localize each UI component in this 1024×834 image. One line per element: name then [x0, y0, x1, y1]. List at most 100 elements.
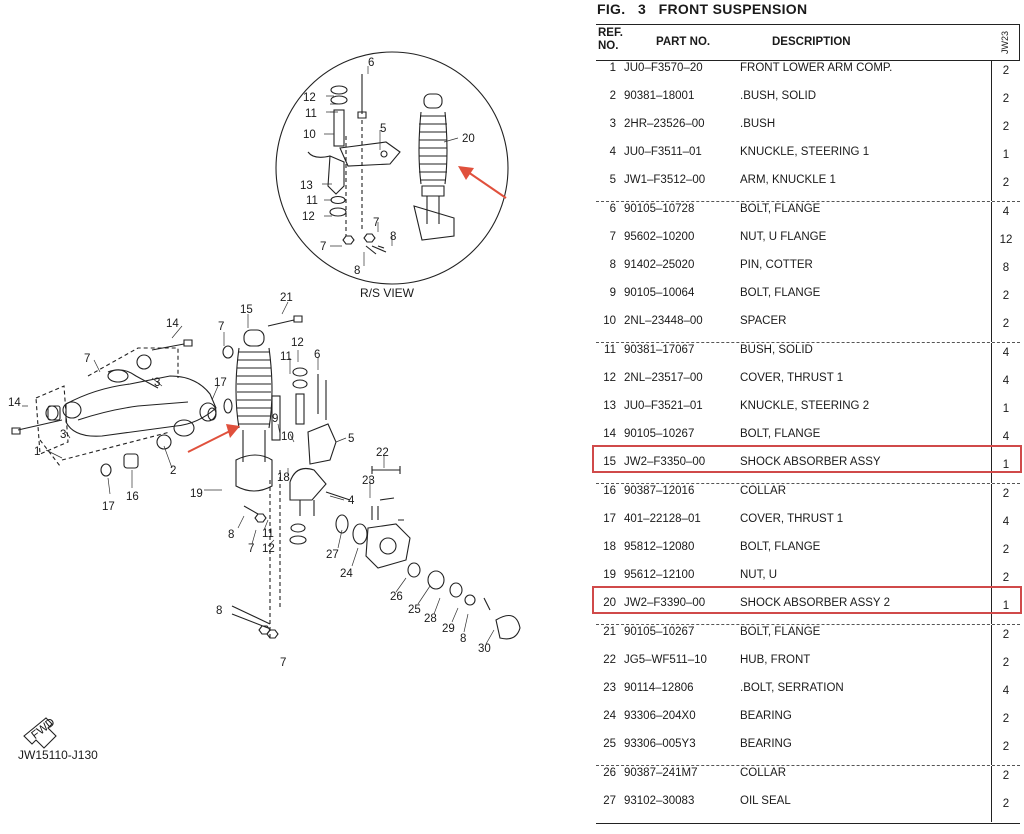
qty-column-rule: [991, 596, 992, 624]
callout-number: 29: [442, 623, 455, 635]
description-cell: COLLAR: [740, 485, 787, 497]
qty-cell: 4: [1002, 375, 1010, 387]
description-header: DESCRIPTION: [772, 36, 851, 48]
description-cell: BOLT, FLANGE: [740, 203, 821, 215]
callout-number: 7: [373, 217, 379, 229]
fwd-arrow-shape: [23, 717, 57, 749]
diagram-drawing: 6 12 11 10 5 20 13 11 12 7 8 7 8 21 15 1…: [8, 51, 521, 762]
qty-column-rule: [991, 455, 992, 483]
part-no-cell: 2NL–23448–00: [624, 315, 703, 327]
part-no-cell: 90387–12016: [624, 485, 695, 497]
description-cell: BEARING: [740, 738, 792, 750]
qty-column-rule: [991, 173, 992, 201]
ref-no-cell: 6: [609, 203, 616, 215]
qty-cell: 2: [1002, 544, 1010, 556]
part-no-cell: JW2–F3390–00: [624, 597, 706, 609]
description-cell: .BUSH: [740, 118, 776, 130]
description-cell: COVER, THRUST 1: [740, 513, 844, 525]
shock-absorber-20-drawing: [413, 93, 455, 241]
callout-number: 3: [154, 377, 160, 389]
callout-number: 7: [84, 353, 90, 365]
figure-name: FRONT SUSPENSION: [658, 1, 808, 17]
ref-no-cell: 1: [609, 62, 616, 74]
qty-cell: 2: [1002, 177, 1010, 189]
table-bottom-rule: [596, 823, 1020, 824]
table-body: 1 JU0–F3570–20 FRONT LOWER ARM COMP. 2 2 9038…: [596, 61, 1020, 822]
callout-number: 15: [240, 304, 253, 316]
qty-column-rule: [991, 371, 992, 399]
qty-column-rule: [991, 709, 992, 737]
qty-cell: 2: [1002, 657, 1010, 669]
callout-number: 12: [302, 211, 315, 223]
description-cell: .BUSH, SOLID: [740, 90, 817, 102]
callout-number: 21: [280, 292, 293, 304]
qty-cell: 12: [999, 234, 1013, 246]
description-cell: SHOCK ABSORBER ASSY: [740, 456, 881, 468]
callout-number: 7: [248, 543, 254, 555]
callout-number: 6: [314, 349, 320, 361]
part-no-cell: 90387–241M7: [624, 767, 698, 779]
qty-cell: 1: [1002, 403, 1010, 415]
part-no-cell: 90105–10728: [624, 203, 695, 215]
description-cell: NUT, U: [740, 569, 778, 581]
qty-cell: 4: [1002, 206, 1010, 218]
qty-column-rule: [991, 427, 992, 455]
qty-cell: 2: [1002, 488, 1010, 500]
callout-number: 8: [216, 605, 222, 617]
callout-number: 1: [34, 446, 40, 458]
figure-prefix: FIG.: [597, 1, 626, 17]
part-no-cell: JU0–F3570–20: [624, 62, 703, 74]
description-cell: FRONT LOWER ARM COMP.: [740, 62, 893, 74]
ref-no-cell: 19: [603, 569, 616, 581]
part-no-cell: JG5–WF511–10: [624, 654, 707, 666]
qty-cell: 1: [1002, 149, 1010, 161]
description-cell: BOLT, FLANGE: [740, 626, 821, 638]
qty-cell: 8: [1002, 262, 1010, 274]
ref-no-header: REF.NO.: [598, 27, 626, 53]
ref-no-cell: 14: [603, 428, 616, 440]
part-no-cell: JW2–F3350–00: [624, 456, 706, 468]
qty-cell: 2: [1002, 93, 1010, 105]
qty-cell: 4: [1002, 516, 1010, 528]
callout-number: 3: [60, 429, 66, 441]
qty-cell: 2: [1002, 770, 1010, 782]
qty-cell: 2: [1002, 290, 1010, 302]
qty-column-rule: [991, 737, 992, 765]
callout-number: 20: [462, 133, 475, 145]
ref-no-cell: 10: [603, 315, 616, 327]
table-row: 6 90105–10728 BOLT, FLANGE 4: [596, 201, 1020, 230]
table-header: REF.NO. PART NO. DESCRIPTION JW23: [596, 24, 1020, 61]
callout-number: 28: [424, 613, 437, 625]
part-no-cell: 2NL–23517–00: [624, 372, 703, 384]
qty-column-rule: [991, 681, 992, 709]
callout-number: 8: [460, 633, 466, 645]
qty-cell: 2: [1002, 713, 1010, 725]
callout-number: 5: [348, 433, 354, 445]
callout-number: 25: [408, 604, 421, 616]
ref-no-cell: 15: [603, 456, 616, 468]
callout-number: 30: [478, 643, 491, 655]
qty-cell: 2: [1002, 741, 1010, 753]
part-no-cell: 90114–12806: [624, 682, 694, 694]
lower-arm-drawing: [62, 369, 217, 437]
figure-number: 3: [638, 1, 647, 17]
ref-no-cell: 5: [609, 174, 616, 186]
qty-column-rule: [991, 230, 992, 258]
qty-cell: 2: [1002, 121, 1010, 133]
ref-no-cell: 23: [603, 682, 616, 694]
callout-number: 7: [320, 241, 326, 253]
callout-number: 8: [390, 231, 396, 243]
part-no-cell: 401–22128–01: [624, 513, 701, 525]
qty-cell: 1: [1002, 600, 1010, 612]
